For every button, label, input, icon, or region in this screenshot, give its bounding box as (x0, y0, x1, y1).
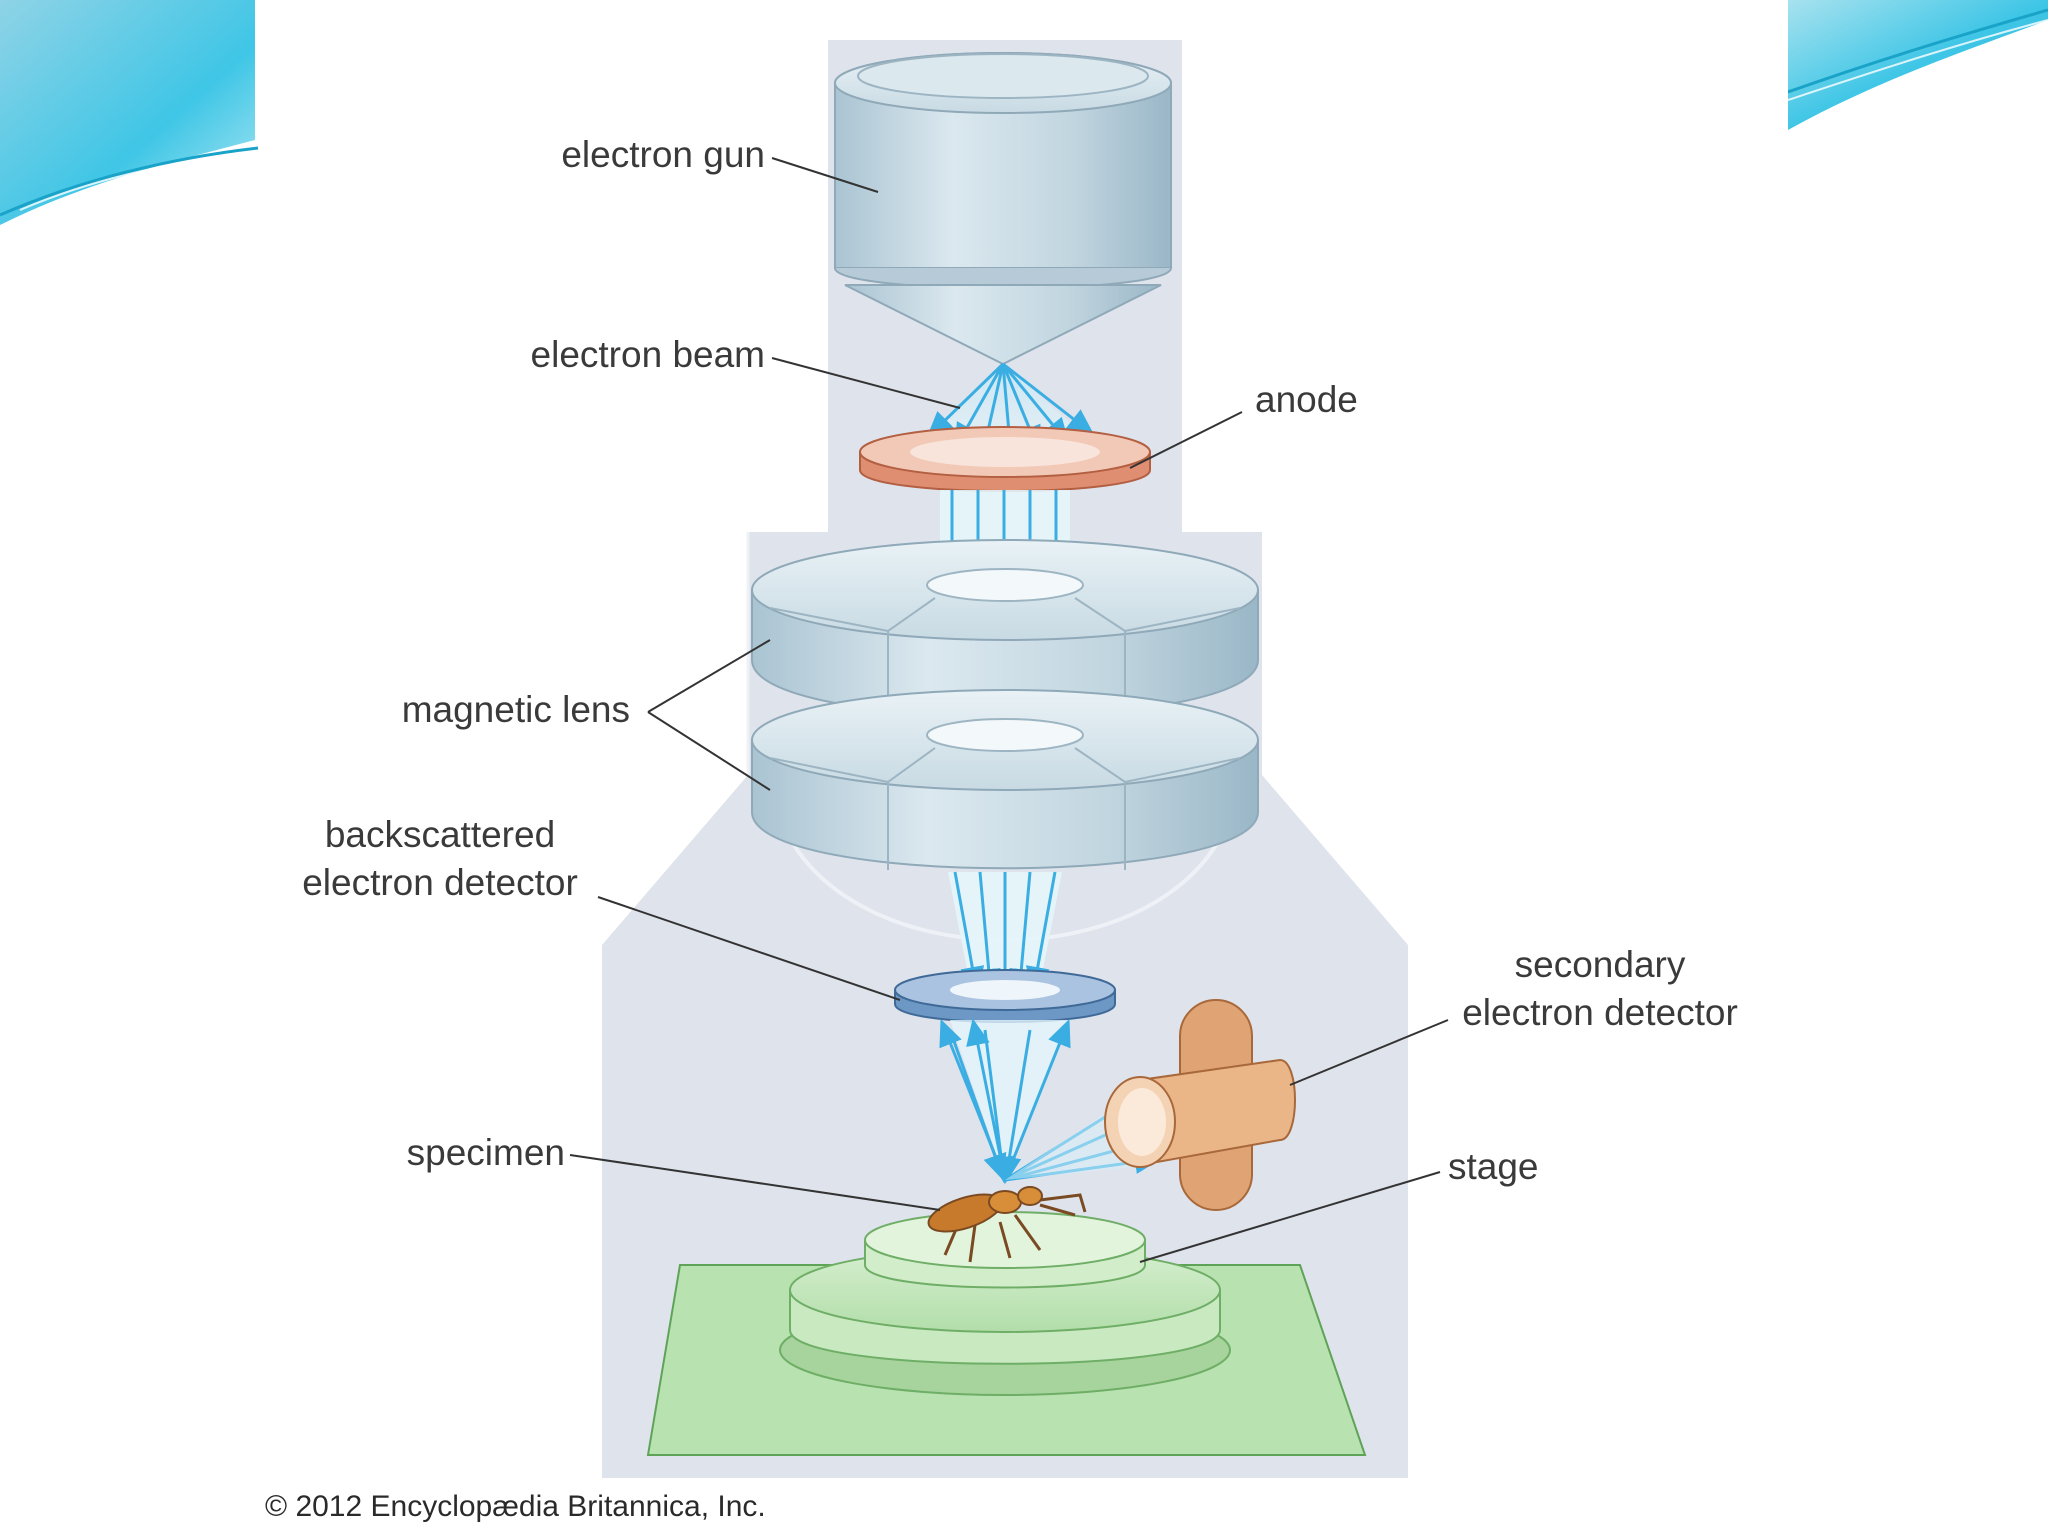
slide-corner-decoration-left (0, 0, 259, 225)
leader-magnetic-lens-2 (647, 711, 771, 791)
label-magnetic-lens: magnetic lens (401, 689, 630, 730)
secondary-detector (1104, 999, 1296, 1211)
label-anode: anode (1255, 379, 1358, 420)
focused-beam (948, 871, 1062, 997)
anode (859, 426, 1151, 492)
label-electron-gun: electron gun (561, 134, 765, 175)
stage (646, 1211, 1367, 1456)
leader-specimen (569, 1154, 941, 1211)
leader-lines (569, 157, 1449, 1263)
electron-gun (834, 52, 1172, 366)
label-secondary-line2: electron detector (1462, 992, 1738, 1033)
leader-magnetic-lens-1 (647, 639, 771, 713)
label-backscattered-line1: backscattered (324, 814, 556, 855)
magnetic-lens-lower (751, 689, 1259, 870)
leader-electron-gun (771, 157, 879, 193)
magnetic-lens-upper (751, 539, 1259, 718)
specimen-insect (927, 1186, 1087, 1263)
label-stage: stage (1448, 1146, 1539, 1187)
leader-stage (1139, 1171, 1441, 1263)
copyright-notice: © 2012 Encyclopædia Britannica, Inc. (265, 1490, 766, 1523)
label-specimen: specimen (406, 1132, 565, 1173)
leader-anode (1129, 411, 1243, 469)
label-backscattered-line2: electron detector (302, 862, 578, 903)
leader-electron-beam (771, 357, 961, 409)
label-electron-beam: electron beam (530, 334, 765, 375)
slide-corner-decoration-right (1788, 0, 2048, 130)
backscattered-detector (894, 969, 1116, 1023)
label-secondary-line1: secondary (1514, 944, 1686, 985)
leader-backscattered (597, 896, 901, 1001)
leader-secondary (1289, 1019, 1449, 1086)
